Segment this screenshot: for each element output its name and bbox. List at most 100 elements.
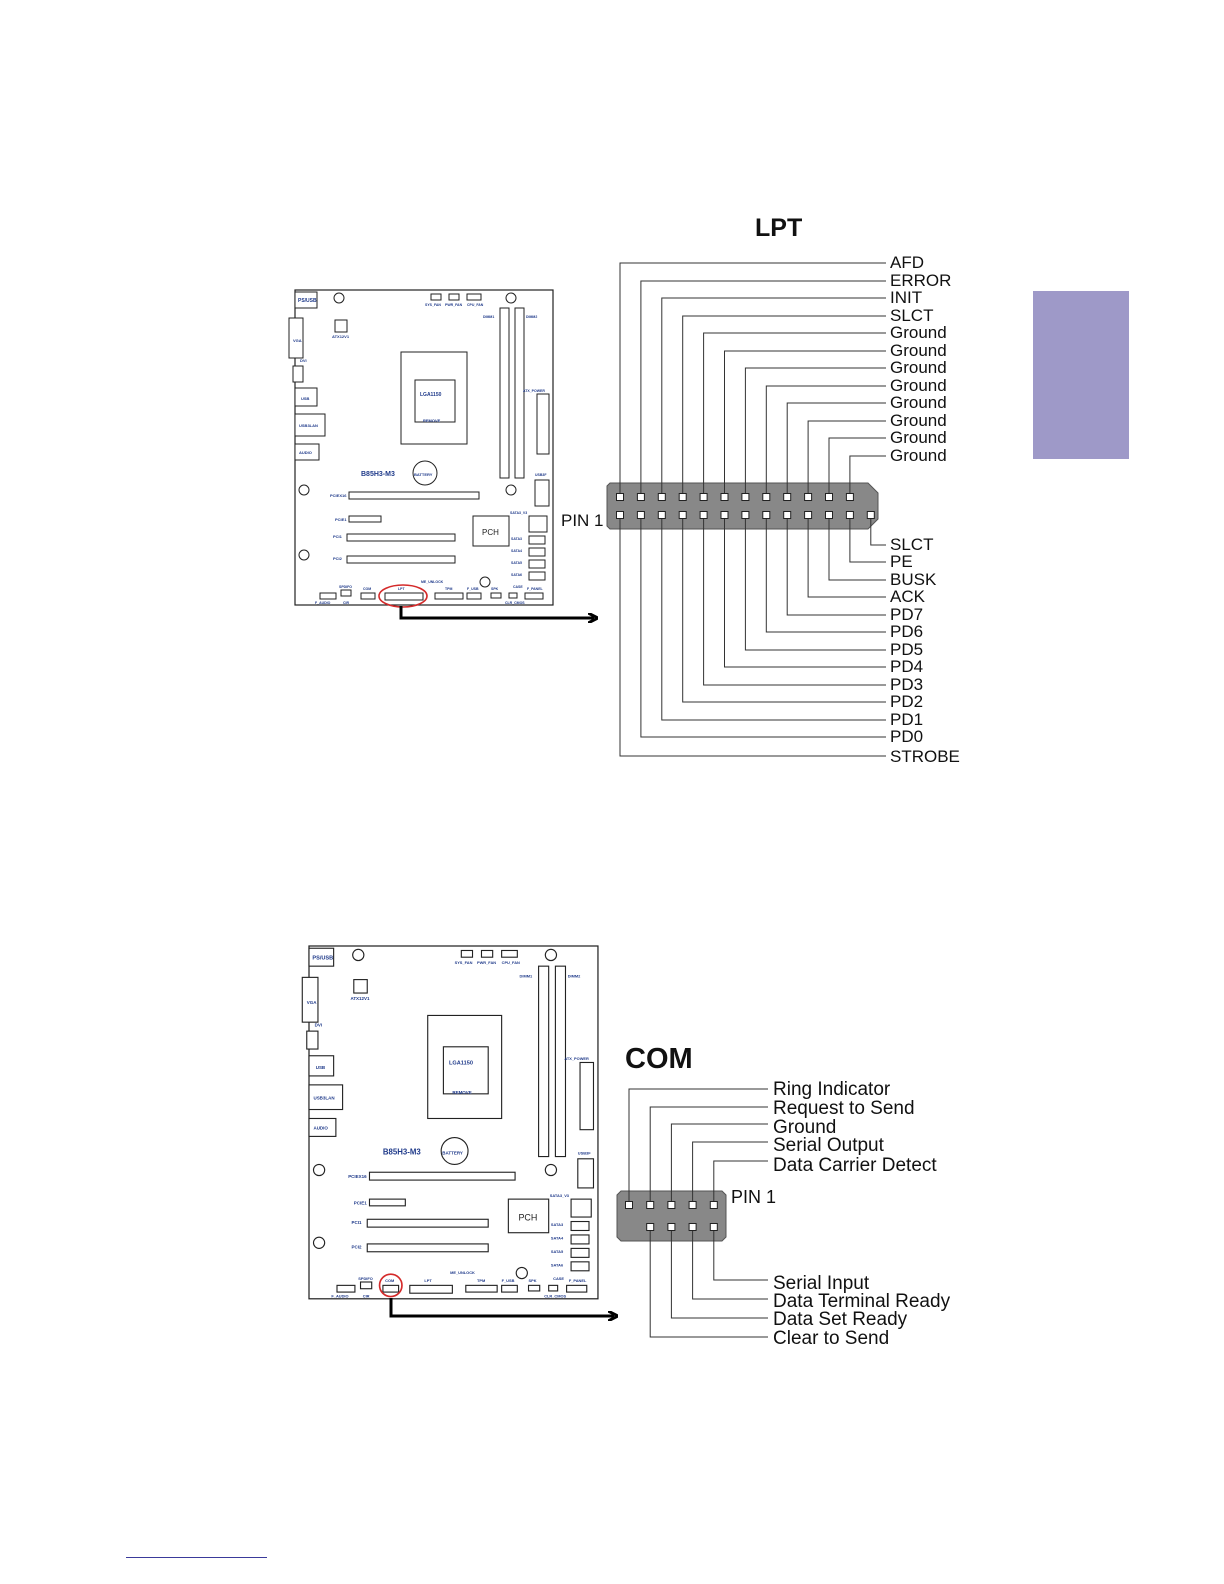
cir-label: CIR xyxy=(343,601,350,605)
atx12v-label: ATX12V1 xyxy=(332,334,350,339)
cpu-fan-label: CPU_FAN xyxy=(467,303,484,307)
sata3-v3-label: SATA3_V3 xyxy=(550,1193,570,1198)
dvi-label: DVI xyxy=(300,358,307,363)
com-top-pin-labels: Ring Indicator Request to Send Ground Se… xyxy=(773,1079,937,1176)
pwr-fan-label: PWR_FAN xyxy=(477,960,496,965)
lpt-leader-line xyxy=(765,385,886,493)
com-arrow xyxy=(389,1298,614,1316)
lpt-pin xyxy=(720,493,729,501)
dimm1-label: DIMM1 xyxy=(520,973,533,978)
lpt-top-label: INIT xyxy=(890,288,922,307)
spk-label: SPK xyxy=(491,587,499,591)
com-pin1-label: PIN 1 xyxy=(731,1187,776,1207)
remove-label: REMOVE xyxy=(452,1090,471,1095)
lpt-label: LPT xyxy=(424,1278,432,1283)
lpt-bottom-label: BUSK xyxy=(890,570,937,589)
com-leader-line xyxy=(713,1160,768,1201)
lpt-leader-line xyxy=(724,350,886,493)
lpt-top-label: Ground xyxy=(890,376,947,395)
com-label: COM xyxy=(363,587,371,591)
battery-label: BATTERY xyxy=(442,1150,463,1155)
com-bottom-pin-labels: Serial Input Data Terminal Ready Data Se… xyxy=(773,1273,951,1349)
f-usb-label: F_USB xyxy=(502,1278,515,1283)
lpt-leader-line xyxy=(849,519,886,563)
lpt-pin xyxy=(699,511,708,519)
lpt-bottom-label: PD6 xyxy=(890,622,923,641)
pciex16-label: PCIEX16 xyxy=(330,493,347,498)
com-leader-line xyxy=(649,1231,768,1338)
sata3-v3-label: SATA3_V3 xyxy=(510,511,527,515)
lpt-pin xyxy=(741,511,750,519)
com-leader-lines xyxy=(628,1088,768,1338)
lpt-pin xyxy=(845,493,854,501)
lpt-highlight xyxy=(378,584,428,608)
sys-fan-label: SYS_FAN xyxy=(455,960,473,965)
com-top-label: Data Carrier Detect xyxy=(773,1155,937,1176)
atx-power-label: ATX_POWER xyxy=(564,1056,589,1061)
lpt-pin xyxy=(657,511,666,519)
ps2usb-label: PS/USB xyxy=(312,955,333,961)
cir-label: CIR xyxy=(363,1294,370,1299)
lpt-pin xyxy=(657,493,666,501)
com-pin xyxy=(646,1201,655,1209)
lpt-bottom-label: PD2 xyxy=(890,692,923,711)
usb-label: USB xyxy=(301,396,310,401)
com-pin xyxy=(709,1223,718,1231)
lpt-pin xyxy=(636,511,645,519)
lpt-bottom-label: PD4 xyxy=(890,657,923,676)
com-top-label: Ground xyxy=(773,1117,836,1138)
lpt-pin xyxy=(762,511,771,519)
lpt-top-label: Ground xyxy=(890,428,947,447)
lpt-pin xyxy=(866,511,875,519)
lpt-pin xyxy=(825,511,833,519)
lpt-title: LPT xyxy=(755,214,802,242)
lpt-bottom-label: SLCT xyxy=(890,535,933,554)
lpt-leader-line xyxy=(786,519,886,616)
lpt-leader-line xyxy=(849,455,886,493)
lpt-pin xyxy=(616,493,624,501)
lpt-leader-line xyxy=(744,367,886,493)
com-leader-line xyxy=(670,1231,768,1319)
vga-label: VGA xyxy=(293,338,302,343)
sys-fan-label: SYS_FAN xyxy=(425,303,441,307)
f-audio-label: F_AUDIO xyxy=(331,1294,348,1299)
chapter-tab xyxy=(1033,291,1129,459)
lpt-leader-line xyxy=(870,519,886,546)
lpt-pin xyxy=(678,493,687,501)
ps2usb-label: PS/USB xyxy=(298,298,317,304)
usb3f-label: USB3F xyxy=(535,473,547,477)
com-title: COM xyxy=(625,1043,693,1075)
lpt-pin xyxy=(616,511,624,519)
pci2-label: PCI2 xyxy=(333,556,343,561)
com-leader-line xyxy=(692,1141,768,1201)
lpt-pin xyxy=(636,493,645,501)
lpt-pin xyxy=(762,493,771,501)
lpt-leader-lines xyxy=(619,262,886,757)
lpt-pin xyxy=(741,493,750,501)
lpt-leader-line xyxy=(703,332,886,493)
f-panel-label: F_PANEL xyxy=(527,587,544,591)
tpm-label: TPM xyxy=(445,587,452,591)
clr-cmos-label: CLR_CMOS xyxy=(505,601,525,605)
com-top-label: Request to Send xyxy=(773,1098,915,1119)
case-label: CASE xyxy=(553,1276,564,1281)
lpt-top-label: Ground xyxy=(890,341,947,360)
lpt-top-label: AFD xyxy=(890,253,924,272)
com-bottom-label: Clear to Send xyxy=(773,1328,889,1349)
com-leader-line xyxy=(649,1106,768,1201)
lpt-leader-line xyxy=(640,519,886,738)
pcie1-label: PCIE1 xyxy=(354,1201,367,1206)
lpt-top-label: Ground xyxy=(890,358,947,377)
audio-label: AUDIO xyxy=(299,450,312,455)
lpt-leader-line xyxy=(640,280,886,493)
com-header xyxy=(616,1190,727,1242)
sata4-label: SATA4 xyxy=(551,1235,564,1240)
spdifo-label: SPDIFO xyxy=(358,1276,373,1281)
spdifo-label: SPDIFO xyxy=(339,585,352,589)
com-pin xyxy=(667,1201,676,1209)
pch-label: PCH xyxy=(518,1212,537,1222)
motherboard-com: PS/USB VGA DVI USB USB3LAN AUDIO ATX12V1… xyxy=(301,945,599,1300)
lpt-top-label: ERROR xyxy=(890,271,951,290)
lpt-bottom-label: PD5 xyxy=(890,640,923,659)
